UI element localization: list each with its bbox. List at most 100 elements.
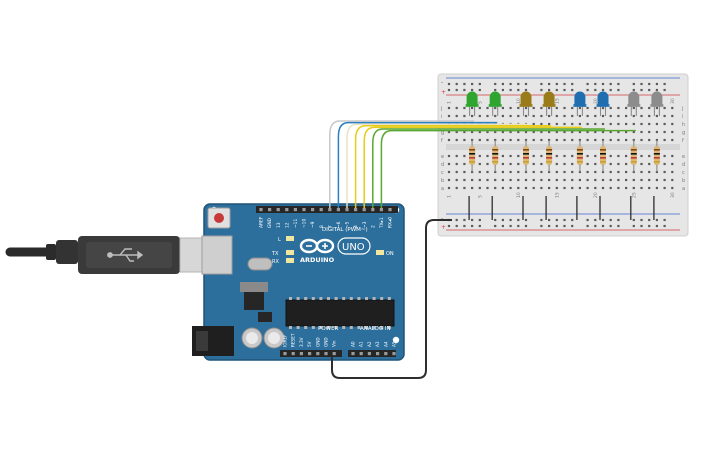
breadboard-hole[interactable] <box>540 130 543 134</box>
breadboard-hole[interactable] <box>586 178 589 182</box>
breadboard-hole[interactable] <box>648 114 651 118</box>
rail-hole[interactable] <box>594 88 597 92</box>
breadboard-hole[interactable] <box>640 186 643 190</box>
breadboard-hole[interactable] <box>632 178 635 182</box>
breadboard-hole[interactable] <box>563 130 566 134</box>
breadboard-hole[interactable] <box>601 178 605 182</box>
breadboard-hole[interactable] <box>648 162 651 166</box>
breadboard-hole[interactable] <box>463 186 466 190</box>
breadboard-hole[interactable] <box>486 162 489 166</box>
breadboard-hole[interactable] <box>486 130 489 134</box>
rail-hole[interactable] <box>563 88 566 92</box>
rail-hole[interactable] <box>663 218 666 222</box>
breadboard-hole[interactable] <box>555 122 558 126</box>
led[interactable] <box>650 91 664 117</box>
breadboard-hole[interactable] <box>532 122 535 126</box>
digital-pin-hole[interactable] <box>268 208 272 212</box>
breadboard-hole[interactable] <box>648 106 651 110</box>
breadboard-hole[interactable] <box>478 130 481 134</box>
breadboard-hole[interactable] <box>463 138 466 142</box>
breadboard-hole[interactable] <box>563 162 566 166</box>
breadboard-hole[interactable] <box>524 178 528 182</box>
rail-hole[interactable] <box>648 88 651 92</box>
breadboard-hole[interactable] <box>486 138 489 142</box>
breadboard-hole[interactable] <box>571 138 574 142</box>
breadboard-hole[interactable] <box>648 138 651 142</box>
breadboard-hole[interactable] <box>648 130 651 134</box>
breadboard-hole[interactable] <box>478 106 481 110</box>
breadboard-hole[interactable] <box>494 114 497 118</box>
power-pin-hole[interactable] <box>324 352 328 356</box>
rail-hole[interactable] <box>455 82 458 86</box>
breadboard-hole[interactable] <box>617 106 620 110</box>
digital-pin-hole[interactable] <box>293 208 297 212</box>
breadboard-hole[interactable] <box>548 178 551 182</box>
signal-wire[interactable] <box>372 128 605 208</box>
breadboard-hole[interactable] <box>617 186 620 190</box>
breadboard-hole[interactable] <box>486 114 489 118</box>
breadboard-hole[interactable] <box>517 186 520 190</box>
resistor-body[interactable] <box>630 146 637 165</box>
resistor[interactable] <box>523 140 529 172</box>
breadboard-hole[interactable] <box>671 154 674 158</box>
digital-pin-hole[interactable] <box>379 208 383 212</box>
rail-hole[interactable] <box>601 88 605 92</box>
breadboard-hole[interactable] <box>586 162 589 166</box>
rail-hole[interactable] <box>555 218 558 222</box>
rail-hole[interactable] <box>494 88 497 92</box>
rail-hole[interactable] <box>478 88 481 92</box>
rail-hole[interactable] <box>524 88 528 92</box>
breadboard-hole[interactable] <box>555 114 558 118</box>
breadboard-hole[interactable] <box>455 106 458 110</box>
rail-hole[interactable] <box>594 224 597 228</box>
breadboard-hole[interactable] <box>655 122 658 126</box>
digital-pin-hole[interactable] <box>362 208 366 212</box>
breadboard-hole[interactable] <box>586 138 589 142</box>
breadboard-hole[interactable] <box>509 178 512 182</box>
digital-pin-hole[interactable] <box>371 208 375 212</box>
rail-hole[interactable] <box>609 224 612 228</box>
breadboard-hole[interactable] <box>648 170 651 174</box>
breadboard-hole[interactable] <box>563 178 566 182</box>
resistor-body[interactable] <box>653 146 660 165</box>
breadboard-hole[interactable] <box>517 106 520 110</box>
breadboard-hole[interactable] <box>540 178 543 182</box>
digital-pin-hole[interactable] <box>345 208 349 212</box>
breadboard-hole[interactable] <box>471 186 474 190</box>
breadboard-hole[interactable] <box>625 106 628 110</box>
breadboard-hole[interactable] <box>640 154 643 158</box>
breadboard-hole[interactable] <box>478 178 481 182</box>
signal-wire[interactable] <box>354 125 552 208</box>
rail-hole[interactable] <box>617 218 620 222</box>
breadboard-hole[interactable] <box>540 162 543 166</box>
breadboard-hole[interactable] <box>563 170 566 174</box>
breadboard-hole[interactable] <box>532 106 535 110</box>
breadboard-hole[interactable] <box>609 154 612 158</box>
breadboard-hole[interactable] <box>555 154 558 158</box>
rail-hole[interactable] <box>601 224 605 228</box>
digital-pin-hole[interactable] <box>302 208 306 212</box>
breadboard-hole[interactable] <box>501 162 504 166</box>
signal-wire[interactable] <box>363 126 582 208</box>
rail-hole[interactable] <box>640 82 643 86</box>
breadboard-hole[interactable] <box>586 122 589 126</box>
breadboard-hole[interactable] <box>594 106 597 110</box>
led-body[interactable] <box>520 91 532 107</box>
breadboard-hole[interactable] <box>478 162 481 166</box>
rail-hole[interactable] <box>617 82 620 86</box>
rail-hole[interactable] <box>501 82 504 86</box>
breadboard-hole[interactable] <box>509 130 512 134</box>
breadboard-hole[interactable] <box>563 138 566 142</box>
power-pin-hole[interactable] <box>291 352 295 356</box>
breadboard-hole[interactable] <box>555 130 558 134</box>
rail-hole[interactable] <box>501 88 504 92</box>
rail-hole[interactable] <box>548 224 551 228</box>
breadboard-hole[interactable] <box>655 114 658 118</box>
resistor-body[interactable] <box>600 146 606 165</box>
rail-hole[interactable] <box>663 224 666 228</box>
breadboard-hole[interactable] <box>517 130 520 134</box>
rail-hole[interactable] <box>571 82 574 86</box>
breadboard-hole[interactable] <box>648 186 651 190</box>
breadboard-hole[interactable] <box>455 170 458 174</box>
